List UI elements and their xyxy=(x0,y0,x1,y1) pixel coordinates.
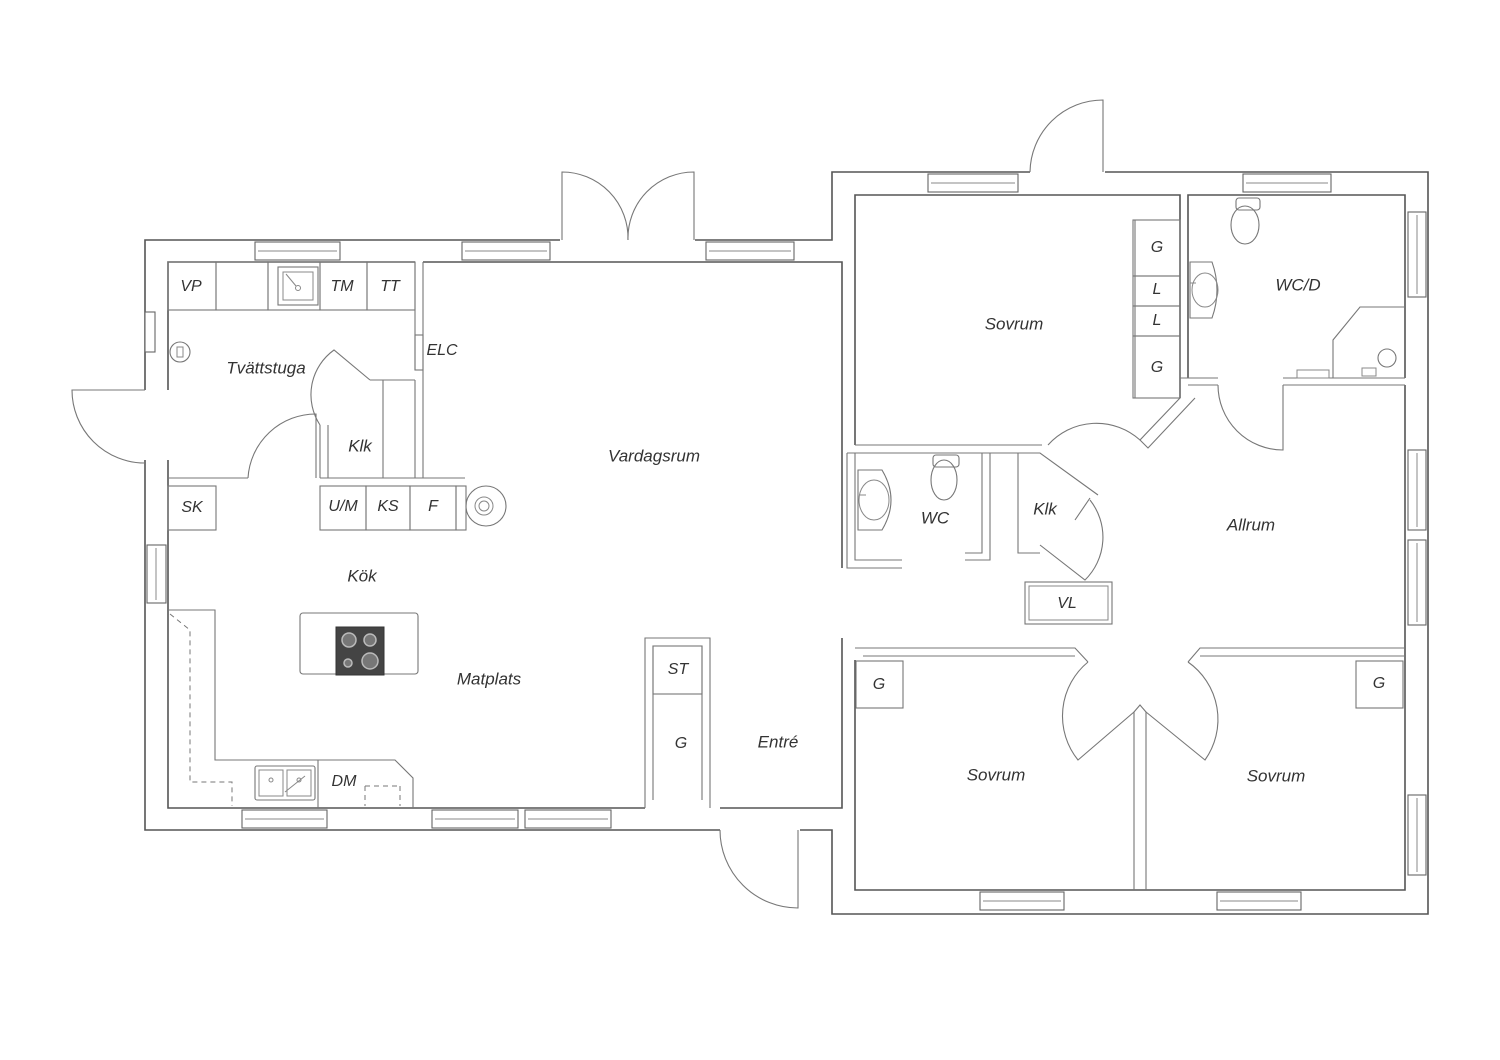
room-label-tvattstuga: Tvättstuga xyxy=(226,358,305,377)
fixture-label-vl: VL xyxy=(1057,595,1077,612)
fixture-label-f: F xyxy=(428,498,439,515)
basin-icon xyxy=(1189,261,1218,319)
stove-icon xyxy=(465,485,507,527)
entry-door xyxy=(719,829,799,909)
shower-icon xyxy=(1377,348,1397,368)
fixture-label-dm: DM xyxy=(332,773,358,790)
room-label-matplats: Matplats xyxy=(457,669,522,688)
room-labels: Tvättstuga Vardagsrum Kök Matplats Entré… xyxy=(226,275,1320,785)
fixture-label-l-2: L xyxy=(1153,312,1162,329)
fixture-label-tt: TT xyxy=(380,278,401,295)
exterior-door-top xyxy=(1029,99,1104,173)
fixture-labels: VP TM TT ELC SK U/M KS F ST G DM G L L G… xyxy=(180,239,1385,790)
fixture-label-st: ST xyxy=(668,661,690,678)
room-label-klk-right: Klk xyxy=(1033,499,1058,518)
fixture-label-sk: SK xyxy=(181,499,204,516)
fixture-label-g-bedroom-right: G xyxy=(1373,675,1385,692)
window xyxy=(144,311,156,353)
fixture-label-g-bedroom-left: G xyxy=(873,676,885,693)
kitchen-sink-icon xyxy=(254,765,316,801)
laundry-fixtures xyxy=(167,261,424,531)
fixture-label-g-hall: G xyxy=(675,735,687,752)
drain-icon xyxy=(169,341,191,363)
room-label-sovrum-bottom-right: Sovrum xyxy=(1247,766,1306,785)
wardrobes xyxy=(855,219,1404,709)
fixture-label-elc: ELC xyxy=(426,342,458,359)
room-label-vardagsrum: Vardagsrum xyxy=(608,446,700,465)
hob-icon xyxy=(335,626,385,676)
fixture-label-um: U/M xyxy=(328,498,358,515)
room-label-sovrum-bottom-left: Sovrum xyxy=(967,765,1026,784)
room-label-sovrum-top: Sovrum xyxy=(985,314,1044,333)
basin-icon xyxy=(857,469,892,531)
fixture-label-ks: KS xyxy=(377,498,399,515)
room-label-allrum: Allrum xyxy=(1226,515,1275,534)
fixture-label-vp: VP xyxy=(180,278,202,295)
bathroom-fixtures xyxy=(857,197,1405,531)
fixture-label-l-1: L xyxy=(1153,281,1162,298)
windows xyxy=(144,173,1427,911)
room-label-wc: WC xyxy=(921,508,950,527)
fixture-label-g-wardrobe-top: G xyxy=(1151,239,1163,256)
kitchen-fixtures xyxy=(168,485,507,808)
exterior-door-left xyxy=(71,389,146,464)
room-label-wcd: WC/D xyxy=(1275,275,1320,294)
doors xyxy=(71,99,1284,909)
fixture-label-tm: TM xyxy=(330,278,354,295)
room-label-kok: Kök xyxy=(347,566,378,585)
toilet-icon xyxy=(1230,205,1260,245)
room-label-entre: Entré xyxy=(758,732,799,751)
hall-fixtures xyxy=(652,645,703,695)
fixture-label-g-wardrobe-bottom: G xyxy=(1151,359,1163,376)
terrace-door xyxy=(561,171,629,241)
room-label-klk-left: Klk xyxy=(348,436,373,455)
toilet-icon xyxy=(930,459,958,501)
